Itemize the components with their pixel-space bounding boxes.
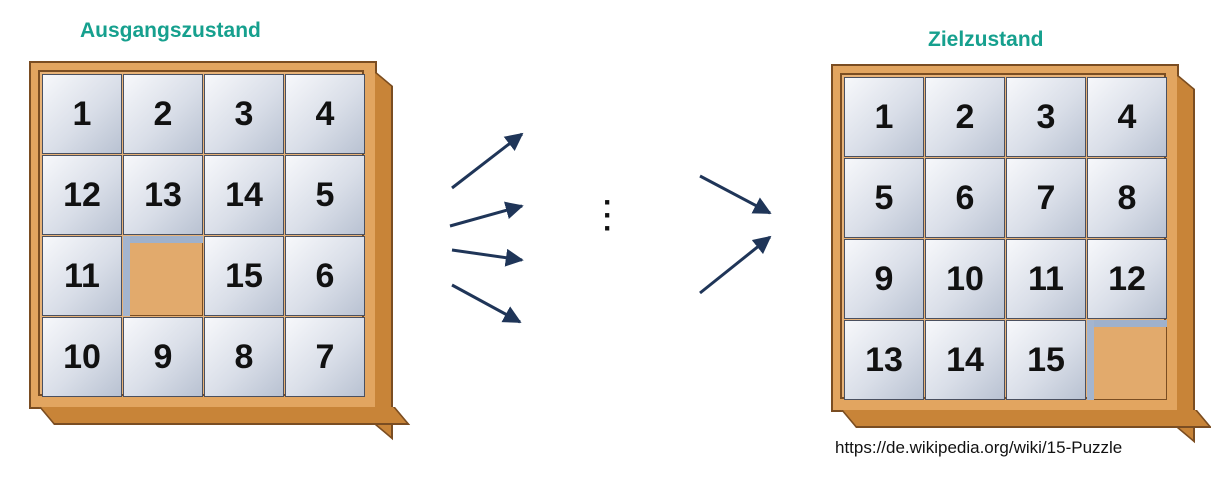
tile-shadow [123, 236, 203, 243]
outgoing-arrow-2 [449, 201, 524, 228]
puzzle-tile: 13 [123, 155, 203, 235]
puzzle-tile: 15 [204, 236, 284, 316]
outgoing-arrow-3 [451, 248, 524, 267]
puzzle-tile: 9 [123, 317, 203, 397]
puzzle-tile: 4 [1087, 77, 1167, 157]
puzzle-tile: 14 [925, 320, 1005, 400]
board-bottom-edge [841, 410, 1211, 428]
empty-slot [123, 236, 203, 316]
incoming-arrow-2 [699, 235, 772, 295]
outgoing-arrow-1 [451, 132, 524, 190]
puzzle-tile: 15 [1006, 320, 1086, 400]
empty-slot [1087, 320, 1167, 400]
start-state-caption: Ausgangszustand [80, 19, 261, 42]
transition-arrows [449, 132, 772, 324]
puzzle-tile: 6 [925, 158, 1005, 238]
puzzle-tile: 3 [204, 74, 284, 154]
tile-shadow [1087, 320, 1094, 400]
board-side-edge [375, 71, 393, 441]
puzzle-tile: 2 [123, 74, 203, 154]
puzzle-tile: 14 [204, 155, 284, 235]
puzzle-tile: 5 [285, 155, 365, 235]
puzzle-tile: 4 [285, 74, 365, 154]
ellipsis: ··· [603, 186, 613, 245]
tile-shadow [123, 236, 130, 316]
puzzle-tile: 12 [1087, 239, 1167, 319]
puzzle-tile: 8 [1087, 158, 1167, 238]
puzzle-tile: 6 [285, 236, 365, 316]
source-link[interactable]: https://de.wikipedia.org/wiki/15-Puzzle [835, 438, 1123, 457]
puzzle-tile: 3 [1006, 77, 1086, 157]
puzzle-tile: 10 [925, 239, 1005, 319]
puzzle-tile: 5 [844, 158, 924, 238]
puzzle-tile: 11 [42, 236, 122, 316]
puzzle-tile: 11 [1006, 239, 1086, 319]
goal-state-caption: Zielzustand [928, 28, 1044, 51]
puzzle-tile: 9 [844, 239, 924, 319]
outgoing-arrow-4 [451, 283, 522, 324]
puzzle-tile: 1 [42, 74, 122, 154]
puzzle-tile: 7 [1006, 158, 1086, 238]
puzzle-tile: 13 [844, 320, 924, 400]
puzzle-tile: 12 [42, 155, 122, 235]
puzzle-tile: 1 [844, 77, 924, 157]
puzzle-tile: 7 [285, 317, 365, 397]
puzzle-tile: 8 [204, 317, 284, 397]
incoming-arrow-1 [699, 174, 772, 215]
board-bottom-edge [39, 407, 411, 425]
puzzle-tile: 2 [925, 77, 1005, 157]
puzzle-tile: 10 [42, 317, 122, 397]
tile-shadow [1087, 320, 1167, 327]
board-side-edge [1177, 74, 1195, 444]
